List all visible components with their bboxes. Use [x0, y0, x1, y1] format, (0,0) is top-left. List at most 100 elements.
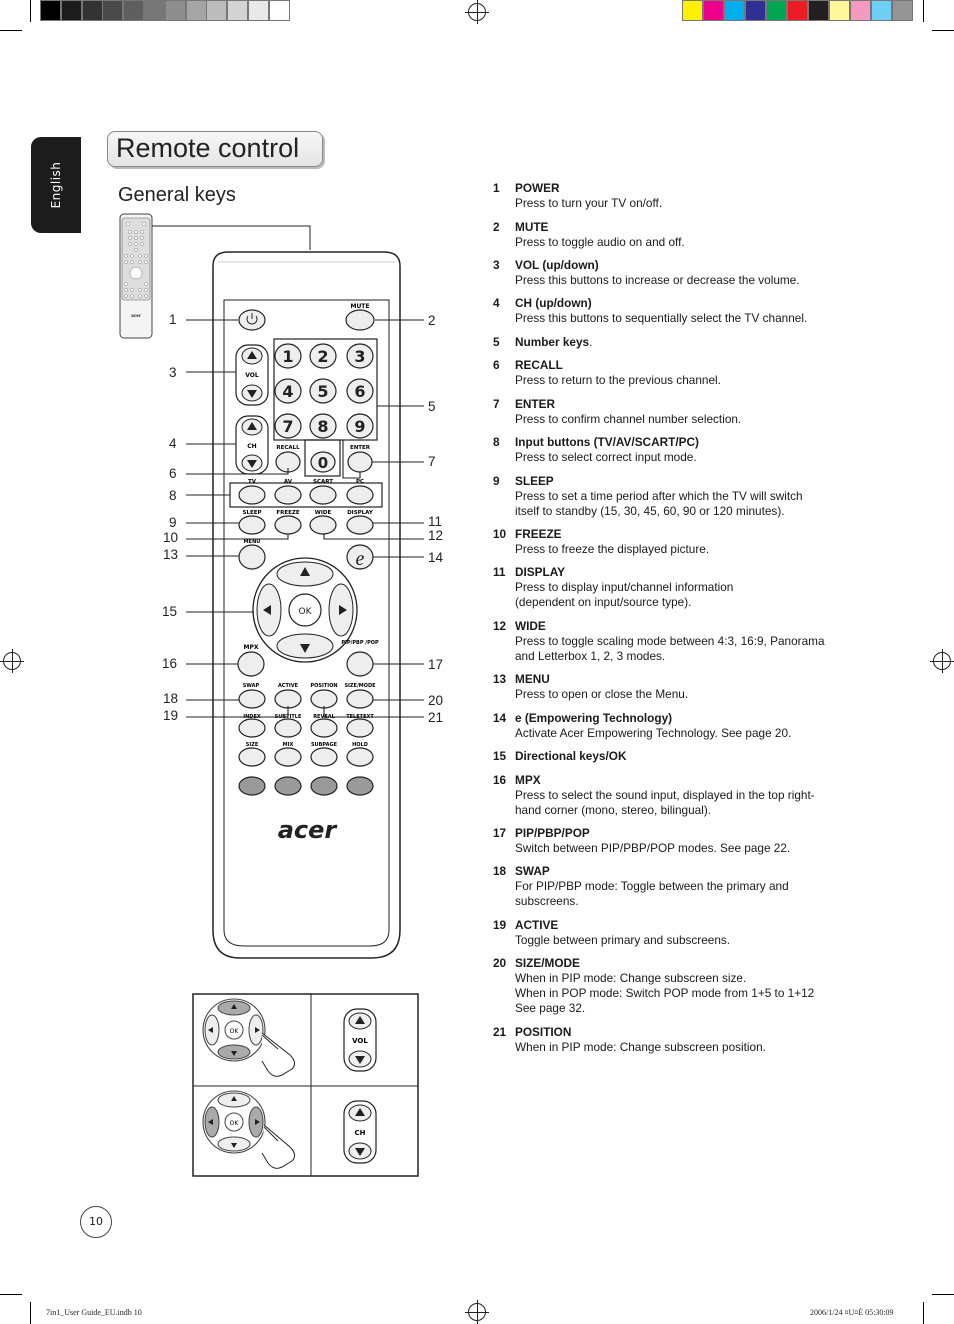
subtitle-button[interactable]: [274, 718, 302, 738]
key-name: Input buttons (TV/AV/SCART/PC): [515, 435, 699, 449]
av-button[interactable]: [274, 485, 302, 505]
key-number: 9: [493, 474, 500, 488]
key-description: When in PIP mode: Change subscreen size.…: [515, 971, 815, 1015]
pc-button[interactable]: [346, 485, 374, 505]
reveal-button[interactable]: [310, 718, 338, 738]
hold-button[interactable]: [346, 747, 374, 767]
key-name: SIZE/MODE: [515, 956, 580, 970]
digit-3-button[interactable]: 3: [346, 343, 374, 369]
crop-mark: [30, 1302, 31, 1324]
sleep-button[interactable]: [238, 515, 266, 535]
color-key-4-button[interactable]: [346, 776, 374, 796]
registration-mark-icon: [465, 1300, 489, 1324]
svg-text:0: 0: [318, 454, 328, 472]
wide-button[interactable]: [309, 515, 337, 535]
gray-swatch: [164, 0, 186, 21]
key-name: MPX: [515, 773, 541, 787]
svg-text:8: 8: [317, 417, 328, 436]
digit-7-button[interactable]: 7: [274, 413, 302, 439]
key-description: Press to select correct input mode.: [515, 450, 697, 464]
size-label: SIZE: [246, 742, 259, 748]
page-title-box: Remote control: [107, 131, 323, 167]
callout-number: 14: [428, 550, 444, 565]
key-description: Press to freeze the displayed picture.: [515, 542, 710, 556]
svg-text:OK: OK: [230, 1028, 240, 1035]
usage-ch-rocker: CH: [343, 1100, 377, 1164]
digit-0-button[interactable]: 0: [310, 451, 336, 473]
svg-text:CH: CH: [247, 443, 256, 450]
digit-6-button[interactable]: 6: [346, 378, 374, 404]
active-button[interactable]: [274, 689, 302, 709]
hold-label: HOLD: [352, 742, 368, 748]
vol-rocker[interactable]: VOL: [235, 344, 269, 406]
key-description: Press to confirm channel number selectio…: [515, 412, 742, 426]
gray-swatch: [227, 0, 249, 21]
arrow-up-icon: [300, 567, 310, 576]
key-description: For PIP/PBP mode: Toggle between the pri…: [515, 879, 789, 908]
callout-number: 21: [428, 710, 444, 725]
swap-button[interactable]: [238, 689, 266, 709]
page-number: 10: [89, 1215, 103, 1228]
callout-number: 2: [428, 313, 436, 328]
empowering-key-button[interactable]: e: [346, 544, 374, 570]
language-label: English: [49, 161, 63, 209]
key-name: SWAP: [515, 864, 550, 878]
callout-number: 20: [428, 693, 444, 708]
color-key-3-button[interactable]: [310, 776, 338, 796]
subpage-button[interactable]: [310, 747, 338, 767]
callout-number: 15: [162, 604, 178, 619]
tv-button[interactable]: [238, 485, 266, 505]
key-number: 6: [493, 358, 500, 372]
key-number: 5: [493, 335, 500, 349]
svg-text:ENTER: ENTER: [350, 445, 371, 451]
svg-text:1: 1: [282, 347, 293, 366]
mix-button[interactable]: [274, 747, 302, 767]
gray-swatch: [248, 0, 269, 21]
crop-mark: [923, 0, 924, 22]
scart-button[interactable]: [309, 485, 337, 505]
print-slug-file: 7in1_User Guide_EU.indb 10: [46, 1308, 142, 1317]
digit-8-button[interactable]: 8: [309, 413, 337, 439]
size-button[interactable]: [238, 747, 266, 767]
usage-dpad-leftright: OK: [202, 1090, 296, 1169]
display-button[interactable]: [346, 515, 374, 535]
color-swatch: [829, 0, 850, 21]
color-swatch: [892, 0, 913, 21]
svg-text:9: 9: [354, 417, 365, 436]
gray-swatch: [81, 0, 103, 21]
brand-logo: acer: [278, 816, 339, 844]
digit-2-button[interactable]: 2: [309, 343, 337, 369]
menu-button[interactable]: MENU: [238, 539, 266, 570]
key-name: Directional keys/OK: [515, 749, 627, 763]
key-name: CH (up/down): [515, 296, 592, 310]
key-name: PIP/PBP/POP: [515, 826, 590, 840]
color-key-1-button[interactable]: [238, 776, 266, 796]
index-button[interactable]: [238, 718, 266, 738]
digit-9-button[interactable]: 9: [346, 413, 374, 439]
ok-button[interactable]: [288, 593, 322, 627]
pc-label: PC: [356, 479, 364, 485]
directional-pad[interactable]: OK: [252, 557, 358, 663]
mute-button[interactable]: MUTE: [345, 303, 375, 331]
enter-button[interactable]: ENTER: [347, 445, 373, 473]
svg-text:4: 4: [282, 382, 293, 401]
key-number: 12: [493, 619, 507, 633]
recall-button[interactable]: RECALL: [275, 445, 301, 473]
digit-5-button[interactable]: 5: [309, 378, 337, 404]
crop-mark: [932, 1294, 954, 1295]
position-button[interactable]: [310, 689, 338, 709]
crop-mark: [932, 30, 954, 31]
key-name: Number keys.: [515, 335, 593, 349]
teletext-button[interactable]: [346, 718, 374, 738]
key-name: MENU: [515, 672, 550, 686]
ch-rocker[interactable]: CH: [235, 415, 269, 475]
key-name: RECALL: [515, 358, 563, 372]
zero-key-frame: [304, 439, 341, 477]
freeze-button[interactable]: [274, 515, 302, 535]
digit-4-button[interactable]: 4: [274, 378, 302, 404]
usage-vol-rocker: VOL: [343, 1008, 377, 1072]
power-button[interactable]: [238, 309, 266, 331]
digit-1-button[interactable]: 1: [274, 343, 302, 369]
color-key-2-button[interactable]: [274, 776, 302, 796]
size-mode-button[interactable]: [346, 689, 374, 709]
